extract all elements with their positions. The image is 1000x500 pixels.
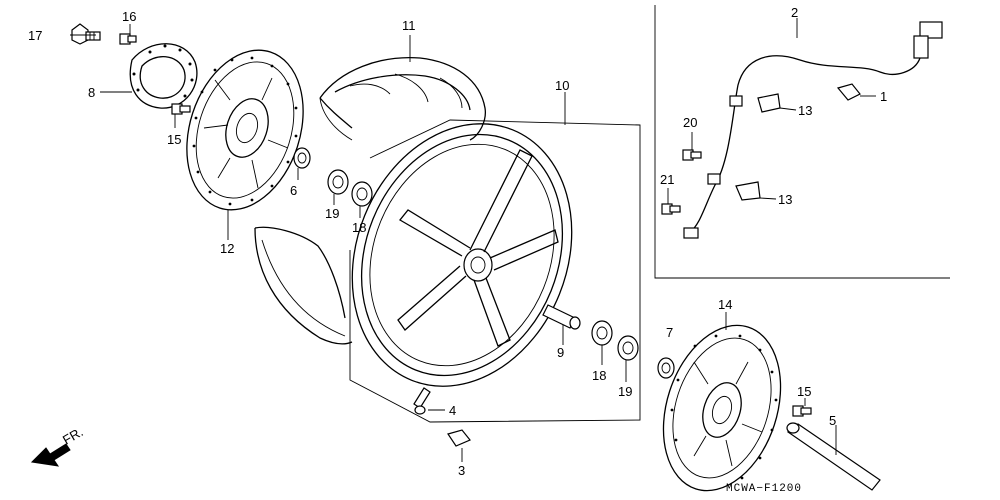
callout-2: 2 — [791, 5, 798, 20]
front-label: FR. — [60, 424, 86, 447]
screw-16 — [119, 33, 137, 45]
callout-11: 11 — [402, 18, 416, 33]
bolt-20 — [682, 132, 702, 161]
clamp-13-lower — [735, 181, 777, 201]
callout-20: 20 — [683, 115, 697, 130]
bolt-15-upper — [171, 103, 191, 115]
wheel-10 — [351, 123, 573, 387]
bearing-18-left — [351, 181, 373, 207]
callout-18-left: 18 — [352, 220, 366, 235]
callout-3: 3 — [458, 463, 465, 478]
brake-disc-12 — [186, 49, 304, 211]
axle-5 — [786, 422, 881, 491]
bolt-15-lower — [792, 405, 812, 417]
spacer-9 — [542, 304, 581, 330]
callout-18-right: 18 — [592, 368, 606, 383]
callout-16: 16 — [122, 9, 136, 24]
callout-4: 4 — [449, 403, 456, 418]
tire-lower-section — [254, 226, 353, 345]
collar-7 — [657, 357, 675, 379]
bearing-19-left — [327, 169, 349, 195]
callout-7: 7 — [666, 325, 673, 340]
callout-13-upper: 13 — [798, 103, 812, 118]
callout-21: 21 — [660, 172, 674, 187]
callout-19-left: 19 — [325, 206, 339, 221]
front-direction-arrow — [30, 443, 71, 467]
callout-12: 12 — [220, 241, 234, 256]
brake-disc-14 — [662, 324, 782, 492]
callout-1: 1 — [880, 89, 887, 104]
callout-10: 10 — [555, 78, 569, 93]
callout-17: 17 — [28, 28, 42, 43]
callout-5: 5 — [829, 413, 836, 428]
callout-9: 9 — [557, 345, 564, 360]
clip-1 — [836, 83, 876, 101]
callout-14: 14 — [718, 297, 732, 312]
callout-15-lower: 15 — [797, 384, 811, 399]
leader-lines — [70, 24, 641, 462]
cap-3 — [447, 429, 471, 447]
bearing-19-right — [617, 335, 639, 361]
callout-6: 6 — [290, 183, 297, 198]
pulser-ring-8 — [129, 43, 198, 109]
callout-13-lower: 13 — [778, 192, 792, 207]
clamp-13-upper — [757, 93, 797, 113]
callout-19-right: 19 — [618, 384, 632, 399]
tire-11 — [319, 56, 486, 141]
diagram-code: MCWA−F1200 — [726, 483, 802, 495]
bolt-21 — [661, 188, 681, 215]
valve-4 — [413, 387, 431, 415]
callout-labels: 1 2 3 4 5 6 7 8 9 10 11 12 13 13 14 15 1… — [28, 5, 887, 495]
wheel-speed-sensor-2 — [683, 18, 943, 239]
bearing-18-right — [591, 320, 613, 346]
collar-6 — [293, 147, 311, 169]
callout-15-upper: 15 — [167, 132, 181, 147]
callout-8: 8 — [88, 85, 95, 100]
bolt-17 — [71, 23, 101, 45]
sensor-inset-frame — [654, 5, 950, 279]
